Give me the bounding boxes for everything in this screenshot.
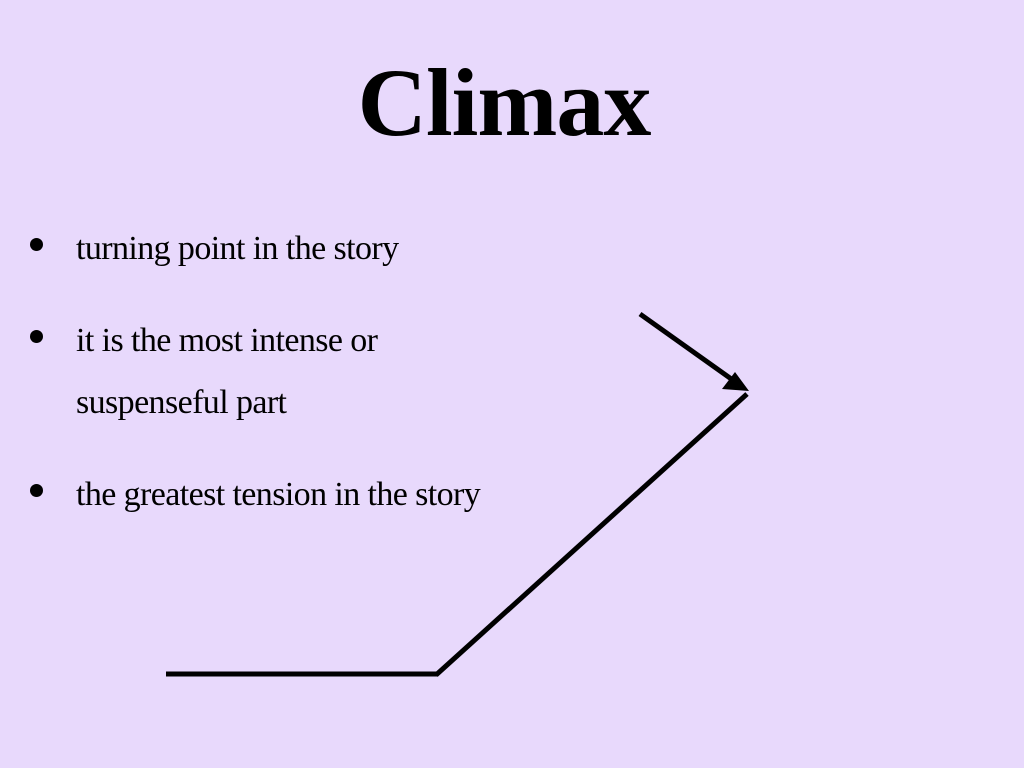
bullet-icon bbox=[30, 330, 43, 343]
slide-title: Climax bbox=[357, 49, 652, 156]
bullet-text: it is the most intense or suspenseful pa… bbox=[76, 322, 378, 421]
bullet-item: it is the most intense or suspenseful pa… bbox=[26, 310, 586, 434]
bullet-list: turning point in the story it is the mos… bbox=[26, 218, 586, 556]
bullet-icon bbox=[30, 484, 43, 497]
arrowhead-icon bbox=[722, 372, 749, 391]
bullet-item: the greatest tension in the story bbox=[26, 464, 586, 526]
falling-action-line bbox=[638, 311, 739, 386]
bullet-text: the greatest tension in the story bbox=[76, 476, 481, 513]
bullet-icon bbox=[30, 238, 43, 251]
bullet-item: turning point in the story bbox=[26, 218, 586, 280]
bullet-text: turning point in the story bbox=[76, 230, 399, 267]
